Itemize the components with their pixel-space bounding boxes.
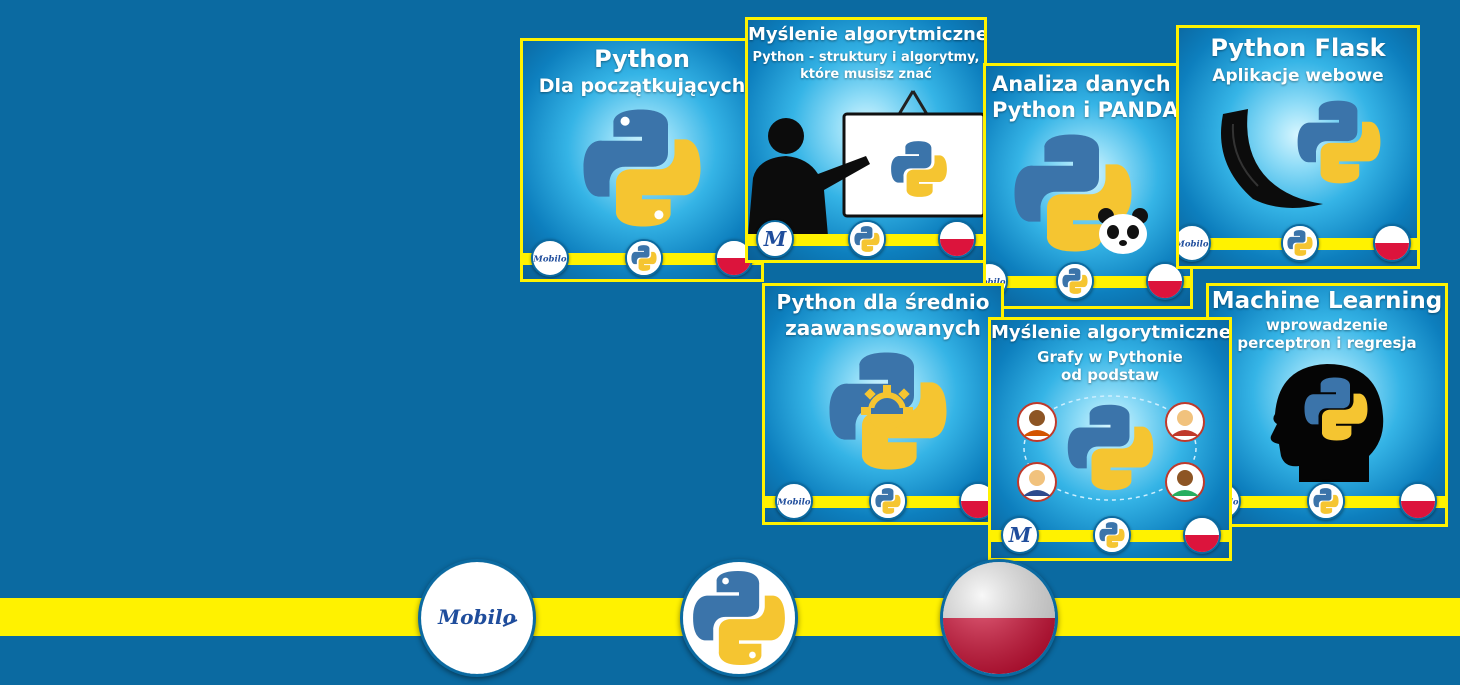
- course-card-python-beginners[interactable]: Python Dla początkujących Mobilo: [520, 38, 764, 282]
- mobilo-logo-icon: M: [1001, 516, 1039, 554]
- python-logo-icon: [625, 239, 663, 277]
- panda-icon: [1098, 208, 1148, 254]
- course-card-python-flask[interactable]: Python Flask Aplikacje webowe Mobilo: [1176, 25, 1420, 269]
- python-logo-icon: [1281, 224, 1319, 262]
- python-logo-icon: [869, 482, 907, 520]
- poland-flag-icon: [1183, 516, 1221, 554]
- svg-text:M: M: [763, 227, 788, 251]
- python-logo-icon: [1307, 482, 1345, 520]
- flask-horn-icon: [1221, 109, 1323, 208]
- course-card-algorithmic-thinking-structures[interactable]: Myślenie algorytmiczne Python - struktur…: [745, 17, 987, 263]
- python-logo-icon: [1093, 516, 1131, 554]
- course-title-line-2: Python i PANDAS: [992, 98, 1193, 122]
- svg-text:Mobilo: Mobilo: [1176, 239, 1209, 249]
- python-logo-icon: [1014, 134, 1132, 252]
- course-title-line-1: Python dla średnio: [776, 290, 990, 314]
- course-title-line-1: Analiza danych: [992, 72, 1171, 96]
- python-logo-icon: [583, 109, 701, 227]
- mobilo-logo-icon: M: [756, 220, 794, 258]
- course-subtitle-line-2: od podstaw: [1060, 366, 1160, 384]
- course-card-algorithmic-thinking-graphs[interactable]: Myślenie algorytmiczne Grafy w Pythonie …: [988, 317, 1232, 561]
- course-subtitle-line-1: wprowadzenie: [1266, 316, 1388, 334]
- head-silhouette-icon: [1270, 364, 1384, 482]
- poland-flag-icon: [1399, 482, 1437, 520]
- course-subtitle: Dla początkujących: [538, 75, 746, 97]
- gear-icon: [861, 385, 913, 437]
- course-subtitle-line-2: perceptron i regresja: [1237, 334, 1417, 352]
- presenter-silhouette-icon: [748, 90, 984, 236]
- svg-text:Mobilo: Mobilo: [777, 497, 811, 507]
- mobilo-logo-icon: Mobilo: [531, 239, 569, 277]
- course-card-data-analysis-pandas[interactable]: Analiza danych Python i PANDAS Mobilo: [983, 63, 1193, 309]
- python-logo-icon: [1297, 100, 1381, 184]
- svg-text:Mobilo: Mobilo: [983, 277, 1006, 287]
- course-title: Python Flask: [1210, 34, 1386, 62]
- poland-flag-icon: [938, 220, 976, 258]
- svg-text:Mobilo: Mobilo: [533, 254, 567, 264]
- mobilo-logo-icon[interactable]: Mobilo: [418, 559, 536, 677]
- course-title-line-2: zaawansowanych: [785, 316, 981, 340]
- mobilo-logo-icon: Mobilo: [775, 482, 813, 520]
- course-title: Python: [594, 45, 690, 73]
- poland-flag-icon: [1373, 224, 1411, 262]
- course-subtitle: Aplikacje webowe: [1212, 66, 1384, 86]
- course-title: Machine Learning: [1211, 288, 1443, 314]
- svg-text:M: M: [1008, 523, 1033, 547]
- python-logo-icon: [1056, 262, 1094, 300]
- course-title: Myślenie algorytmiczne: [748, 24, 987, 45]
- course-title: Myślenie algorytmiczne: [991, 322, 1232, 343]
- course-card-machine-learning[interactable]: Machine Learning wprowadzenie perceptron…: [1206, 283, 1448, 527]
- poland-flag-icon[interactable]: [940, 559, 1058, 677]
- course-subtitle-line-1: Python - struktury i algorytmy,: [752, 50, 980, 65]
- python-logo-icon[interactable]: [680, 559, 798, 677]
- course-card-python-intermediate[interactable]: Python dla średnio zaawansowanych Mobilo: [762, 283, 1004, 525]
- course-subtitle-line-1: Grafy w Pythonie: [1037, 348, 1183, 366]
- poland-flag-icon: [1146, 262, 1184, 300]
- graph-people-icon: [1017, 395, 1205, 502]
- course-subtitle-line-2: które musisz znać: [800, 67, 932, 82]
- mobilo-logo-icon: Mobilo: [1176, 224, 1211, 262]
- python-logo-icon: [848, 220, 886, 258]
